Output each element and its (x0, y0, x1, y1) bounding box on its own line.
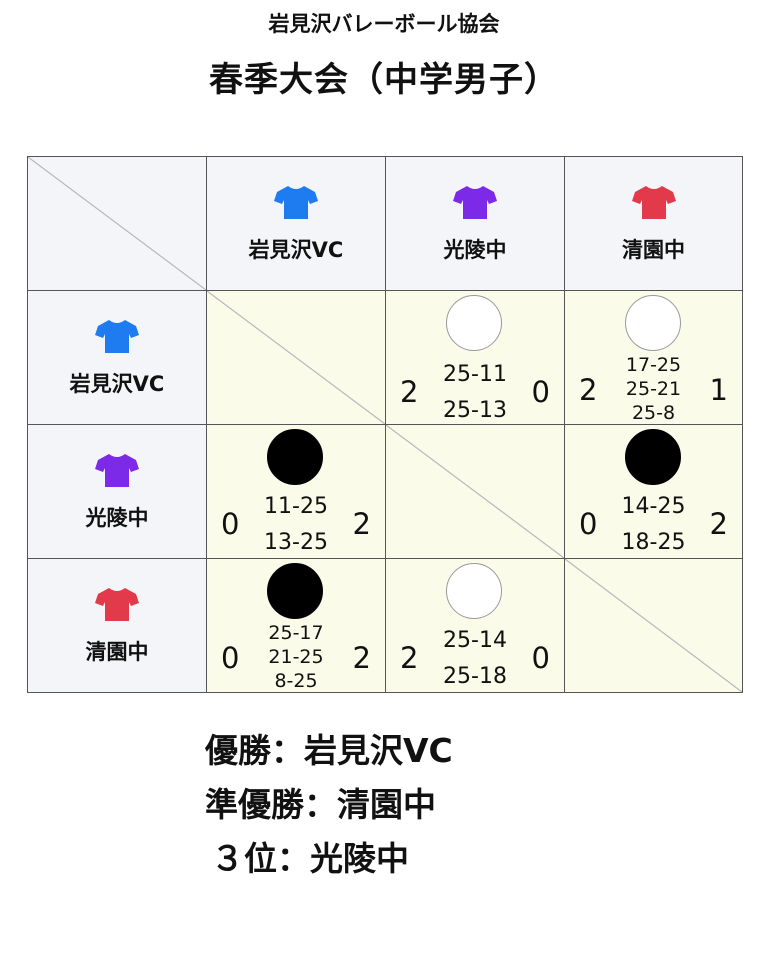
set-score: 14-25 (621, 494, 686, 519)
jersey-icon (95, 453, 139, 487)
sets-won-right: 1 (709, 373, 728, 407)
league-table: 岩見沢VC 光陵中 清園中 岩見沢VC (27, 156, 743, 693)
page-title: 春季大会（中学男子） (209, 60, 559, 100)
organization-name: 岩見沢バレーボール協会 (268, 12, 500, 36)
win-circle (446, 295, 502, 351)
row-team-name: 清園中 (85, 639, 149, 664)
column-team-name: 光陵中 (443, 237, 507, 262)
sets-won-right: 2 (709, 507, 728, 541)
set-score: 25-8 (631, 402, 676, 424)
jersey-icon (453, 185, 497, 219)
set-score: 25-17 (268, 622, 324, 644)
set-score: 17-25 (625, 354, 682, 376)
champion: 優勝：岩見沢VC (205, 731, 453, 770)
sets-won-right: 2 (352, 641, 371, 675)
self-match-cell (206, 290, 386, 425)
set-score: 8-25 (274, 670, 318, 692)
jersey-icon (631, 185, 676, 219)
sets-won-left: 2 (579, 373, 598, 407)
match-cell: 2 17-25 25-21 25-8 1 (564, 290, 743, 425)
row-team-name: 光陵中 (85, 505, 149, 530)
runner-up: 準優勝：清園中 (205, 785, 436, 824)
third-place: ３位：光陵中 (211, 839, 409, 878)
col-header-team-2: 清園中 (564, 156, 743, 291)
match-cell: 0 14-25 18-25 2 (564, 424, 743, 561)
row-header-team-0: 岩見沢VC (27, 290, 207, 425)
row-header-team-1: 光陵中 (27, 424, 207, 559)
win-circle (624, 295, 681, 351)
set-scores: 17-25 25-21 25-8 (565, 353, 742, 425)
sets-won-right: 0 (531, 375, 550, 409)
set-scores: 25-14 25-18 (386, 623, 564, 695)
set-score: 25-11 (443, 362, 507, 387)
set-scores: 14-25 18-25 (565, 489, 742, 561)
sets-won-right: 0 (531, 641, 550, 675)
set-score: 11-25 (264, 494, 328, 519)
final-standings: 優勝：岩見沢VC 準優勝：清園中 ３位：光陵中 (205, 724, 453, 886)
match-cell: 0 11-25 13-25 2 (206, 424, 386, 561)
col-header-team-1: 光陵中 (385, 156, 565, 291)
set-score: 25-21 (625, 378, 682, 400)
jersey-icon (274, 185, 318, 219)
set-scores: 25-17 21-25 8-25 (207, 621, 385, 693)
match-cell: 2 25-11 25-13 0 (385, 290, 565, 425)
row-team-name: 岩見沢VC (69, 371, 165, 396)
set-score: 25-14 (443, 628, 507, 653)
set-scores: 11-25 13-25 (207, 489, 385, 561)
self-match-cell (564, 558, 743, 693)
column-team-name: 岩見沢VC (248, 237, 344, 262)
set-score: 25-13 (443, 398, 507, 423)
jersey-icon (95, 587, 139, 621)
loss-circle (267, 429, 323, 485)
set-scores: 25-11 25-13 (386, 357, 564, 429)
match-cell: 2 25-14 25-18 0 (385, 558, 565, 695)
set-score: 25-18 (443, 664, 507, 689)
sets-won-left: 0 (579, 507, 598, 541)
set-score: 13-25 (264, 530, 328, 555)
set-score: 18-25 (621, 530, 686, 555)
self-match-cell (385, 424, 565, 559)
win-circle (446, 563, 502, 619)
diagonal-line (28, 157, 206, 290)
row-header-team-2: 清園中 (27, 558, 207, 693)
loss-circle (624, 429, 681, 485)
set-score: 21-25 (268, 646, 324, 668)
loss-circle (267, 563, 323, 619)
diagonal-line (386, 425, 564, 558)
column-team-name: 清園中 (622, 237, 685, 262)
diagonal-line (565, 559, 742, 692)
match-cell: 0 25-17 21-25 8-25 2 (206, 558, 386, 693)
diagonal-line (207, 291, 385, 424)
col-header-team-0: 岩見沢VC (206, 156, 386, 291)
jersey-icon (95, 319, 139, 353)
sets-won-left: 0 (221, 507, 240, 541)
corner-cell (27, 156, 207, 291)
sets-won-right: 2 (352, 507, 371, 541)
sets-won-left: 2 (400, 641, 419, 675)
sets-won-left: 2 (400, 375, 419, 409)
sets-won-left: 0 (221, 641, 240, 675)
